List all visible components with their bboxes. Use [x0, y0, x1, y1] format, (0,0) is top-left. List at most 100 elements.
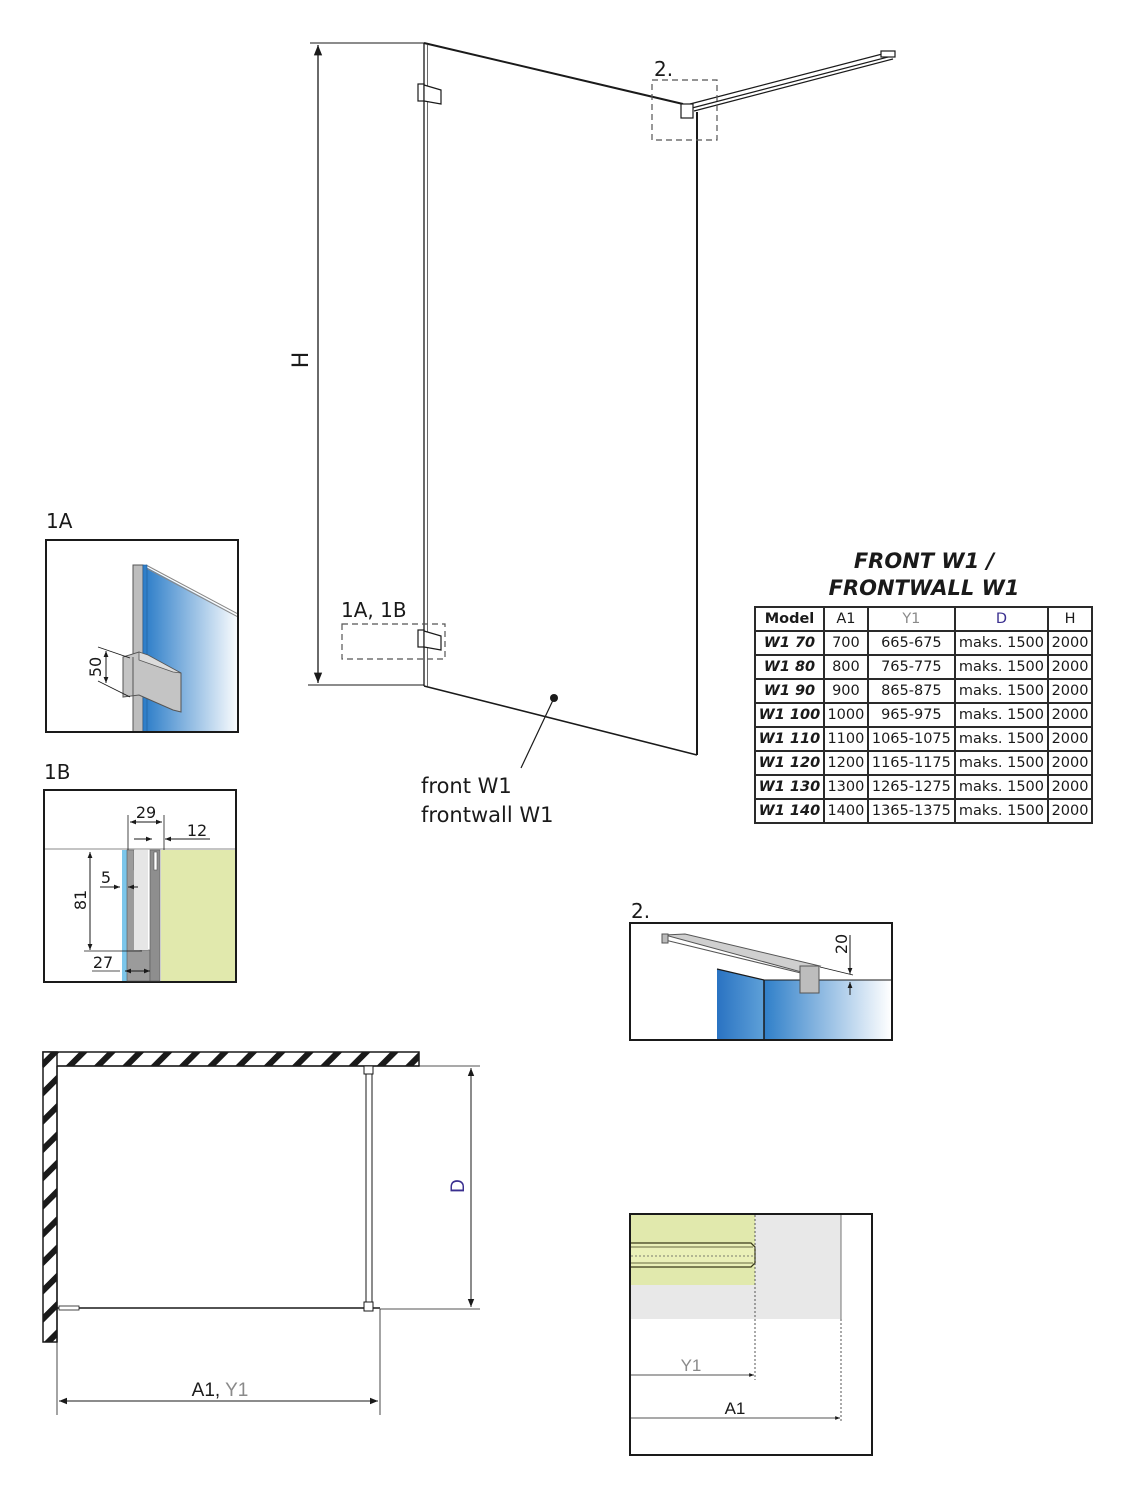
cell-y1: 1365-1375 [866, 798, 956, 824]
spec-title-line1: FRONT W1 / [853, 549, 995, 573]
cell-y1: 1165-1175 [866, 750, 956, 776]
cell-h: 2000 [1047, 750, 1093, 776]
callout-label-detail-2: 2. [654, 57, 673, 81]
glass-top-edge [423, 42, 684, 105]
cell-d: maks. 1500 [953, 726, 1050, 752]
cell-d: maks. 1500 [953, 630, 1050, 656]
detail-1b: 1B 29 12 5 81 27 [43, 760, 237, 983]
wall-section [161, 850, 235, 981]
plan-dim-a1: A1, [192, 1380, 221, 1401]
detail-2-dim: 20 [832, 934, 851, 954]
cell-y1: 765-775 [866, 654, 956, 680]
cell-y1: 1265-1275 [866, 774, 956, 800]
cell-d: maks. 1500 [953, 678, 1050, 704]
detail-1a: 1A 50 [45, 509, 239, 733]
detail-2: 2. 20 [629, 899, 893, 1041]
leader-line [520, 697, 555, 769]
glass-front-pane [764, 980, 891, 1039]
glass-panel [428, 45, 697, 755]
cell-model: W1 140 [754, 798, 825, 824]
cell-model: W1 70 [754, 630, 825, 656]
plan-dim-depth: D [448, 1179, 469, 1193]
cell-d: maks. 1500 [953, 798, 1050, 824]
cell-model: W1 90 [754, 678, 825, 704]
detail-1a-dim: 50 [86, 657, 105, 677]
cell-h: 2000 [1047, 774, 1093, 800]
cell-y1: 1065-1075 [866, 726, 956, 752]
header-a1: A1 [822, 606, 869, 632]
callout-box-detail-2 [651, 79, 718, 141]
upper-wall-bracket [417, 83, 442, 105]
lower-wall-bracket [417, 629, 442, 651]
cell-h: 2000 [1047, 678, 1093, 704]
detail-2-label: 2. [631, 899, 650, 923]
section-view: Y1 A1 [629, 1213, 873, 1456]
callout-label-detail-1: 1A, 1B [341, 598, 407, 622]
plan-view: D A1, Y1 [42, 1051, 480, 1415]
cell-a1: 1400 [822, 798, 869, 824]
header-y1: Y1 [866, 606, 956, 632]
header-h: H [1047, 606, 1093, 632]
spec-panel: FRONT W1 / FRONTWALL W1 Model A1 Y1 D H … [754, 548, 1094, 824]
section-dim-a1: A1 [725, 1399, 746, 1418]
detail-1b-dim-12: 12 [187, 821, 207, 840]
cell-model: W1 120 [754, 750, 825, 776]
section-dim-y1: Y1 [681, 1356, 702, 1375]
plan-dim-width: A1, Y1 [192, 1380, 249, 1401]
cell-h: 2000 [1047, 630, 1093, 656]
h-dimension-label: H [289, 352, 314, 369]
cell-model: W1 80 [754, 654, 825, 680]
header-d: D [953, 606, 1050, 632]
cell-d: maks. 1500 [953, 702, 1050, 728]
cell-h: 2000 [1047, 726, 1093, 752]
glass-bottom-edge [423, 685, 698, 756]
spec-title-line2: FRONTWALL W1 [828, 576, 1020, 600]
glass-side-pane [717, 969, 764, 1039]
detail-1b-dim-27: 27 [93, 953, 113, 972]
cell-y1: 665-675 [866, 630, 956, 656]
cell-a1: 1000 [822, 702, 869, 728]
cell-d: maks. 1500 [953, 654, 1050, 680]
detail-1b-dim-81: 81 [71, 890, 90, 910]
detail-1a-label: 1A [46, 509, 73, 533]
cell-a1: 900 [822, 678, 869, 704]
product-label-front: front W1 [421, 774, 512, 798]
plan-dim-y1: Y1 [225, 1380, 248, 1401]
cell-model: W1 130 [754, 774, 825, 800]
side-wall-hatch [42, 1051, 58, 1343]
stabilizer-bar [680, 50, 896, 119]
cell-h: 2000 [1047, 702, 1093, 728]
cell-h: 2000 [1047, 798, 1093, 824]
cell-a1: 700 [822, 630, 869, 656]
elevation-view: H 2. 1A, 1B [289, 42, 896, 827]
cell-h: 2000 [1047, 654, 1093, 680]
cell-a1: 1100 [822, 726, 869, 752]
cell-a1: 1300 [822, 774, 869, 800]
cell-a1: 800 [822, 654, 869, 680]
cell-a1: 1200 [822, 750, 869, 776]
detail-1b-dim-5: 5 [101, 868, 111, 887]
cell-model: W1 110 [754, 726, 825, 752]
wall-profile [132, 564, 144, 731]
detail-1b-label: 1B [44, 760, 70, 784]
cell-model: W1 100 [754, 702, 825, 728]
stabilizer-bar [664, 933, 822, 974]
cell-d: maks. 1500 [953, 750, 1050, 776]
header-model: Model [754, 606, 825, 632]
detail-1b-dim-29: 29 [136, 803, 156, 822]
bar-clamp [799, 965, 820, 994]
cell-y1: 965-975 [866, 702, 956, 728]
cell-d: maks. 1500 [953, 774, 1050, 800]
cell-y1: 865-875 [866, 678, 956, 704]
callout-box-detail-1 [341, 623, 446, 660]
product-label-frontwall: frontwall W1 [421, 803, 553, 827]
